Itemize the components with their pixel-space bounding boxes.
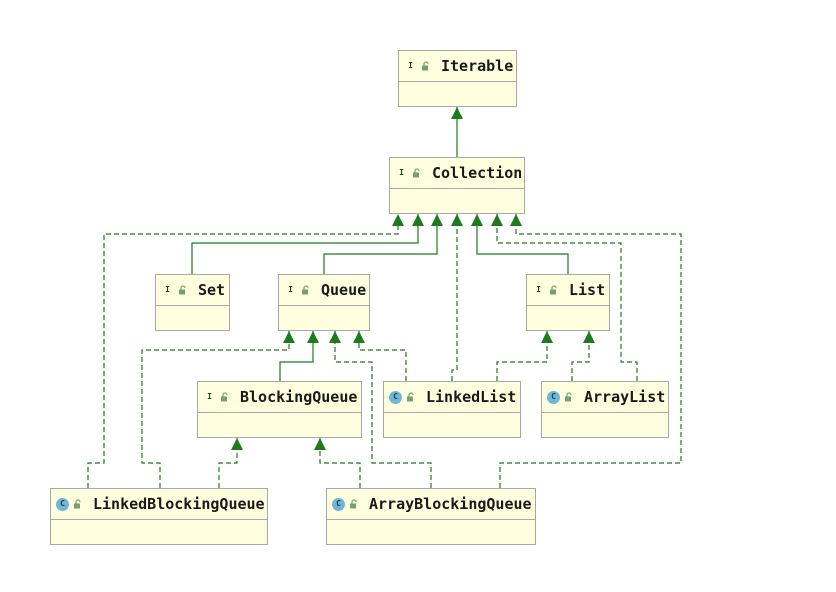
interface-icon: I: [408, 61, 413, 70]
arrowhead: [510, 214, 522, 226]
node-label-arrayblockingqueue: ArrayBlockingQueue: [369, 495, 532, 513]
arrowhead: [329, 331, 341, 343]
class-icon: C: [547, 390, 560, 404]
edge-set-to-collection: [191, 214, 419, 274]
arrowhead: [541, 331, 553, 343]
edge-arraylist-to-collection: [496, 214, 638, 381]
node-header: C ArrayBlockingQueue: [327, 489, 535, 520]
node-header: I BlockingQueue: [198, 382, 361, 413]
arrowhead: [231, 438, 243, 450]
node-header: I List: [527, 275, 609, 306]
arrowhead: [353, 331, 365, 343]
public-access-icon: [413, 168, 420, 178]
public-access-icon: [407, 392, 414, 402]
arrowhead: [451, 214, 463, 226]
class-icon: C: [332, 497, 345, 511]
node-label-iterable: Iterable: [441, 57, 514, 75]
class-icon: C: [56, 497, 69, 511]
node-header: C LinkedList: [384, 382, 520, 413]
arrowhead: [451, 107, 463, 119]
public-access-icon: [550, 285, 557, 295]
edge-arraylist-to-list: [571, 331, 590, 381]
node-header: I Set: [156, 275, 229, 306]
node-label-list: List: [569, 281, 606, 299]
arrowhead: [314, 438, 326, 450]
interface-icon: I: [207, 392, 212, 401]
edge-linkedlist-to-queue: [358, 331, 407, 381]
node-arrayblockingqueue[interactable]: C ArrayBlockingQueue: [326, 488, 536, 545]
node-list[interactable]: I List: [526, 274, 610, 331]
node-arraylist[interactable]: C ArrayList: [541, 381, 669, 438]
node-queue[interactable]: I Queue: [278, 274, 370, 331]
node-set[interactable]: I Set: [155, 274, 230, 331]
node-label-blockingqueue: BlockingQueue: [240, 388, 358, 406]
node-label-queue: Queue: [321, 281, 367, 299]
node-label-set: Set: [198, 281, 226, 299]
arrowhead: [491, 214, 503, 226]
node-label-arraylist: ArrayList: [584, 388, 666, 406]
public-access-icon: [179, 285, 186, 295]
class-icon: C: [389, 390, 402, 404]
node-linkedblockingqueue[interactable]: C LinkedBlockingQueue: [50, 488, 268, 545]
node-label-linkedlist: LinkedList: [426, 388, 517, 406]
edge-arrayblockingqueue-to-blockingqueue: [319, 438, 361, 488]
node-header: C LinkedBlockingQueue: [51, 489, 267, 520]
interface-icon: I: [288, 285, 293, 294]
edge-linkedblockingqueue-to-collection: [87, 214, 399, 488]
node-header: I Queue: [279, 275, 369, 306]
node-header: C ArrayList: [542, 382, 668, 413]
edge-linkedlist-to-collection: [451, 214, 458, 381]
public-access-icon: [221, 392, 228, 402]
arrowhead: [471, 214, 483, 226]
edge-linkedblockingqueue-to-blockingqueue: [218, 438, 238, 488]
public-access-icon: [565, 392, 572, 402]
arrowhead: [412, 214, 424, 226]
arrowhead: [392, 214, 404, 226]
node-blockingqueue[interactable]: I BlockingQueue: [197, 381, 362, 438]
edge-list-to-collection: [476, 214, 569, 274]
arrowhead: [307, 331, 319, 343]
node-collection[interactable]: I Collection: [389, 157, 525, 214]
edge-linkedlist-to-list: [496, 331, 548, 381]
arrowhead: [283, 331, 295, 343]
edge-queue-to-collection: [323, 214, 438, 274]
interface-icon: I: [536, 285, 541, 294]
node-header: I Collection: [390, 158, 524, 189]
public-access-icon: [74, 499, 81, 509]
node-label-collection: Collection: [432, 164, 523, 182]
public-access-icon: [302, 285, 309, 295]
arrowhead: [583, 331, 595, 343]
interface-icon: I: [399, 168, 404, 177]
node-label-linkedblockingqueue: LinkedBlockingQueue: [93, 495, 265, 513]
arrowhead: [431, 214, 443, 226]
edge-linkedblockingqueue-to-queue: [141, 331, 290, 488]
node-header: I Iterable: [399, 51, 516, 82]
node-iterable[interactable]: I Iterable: [398, 50, 517, 107]
node-linkedlist[interactable]: C LinkedList: [383, 381, 521, 438]
interface-icon: I: [165, 285, 170, 294]
edge-arrayblockingqueue-to-collection: [499, 214, 682, 488]
edge-blockingqueue-to-queue: [279, 331, 314, 381]
edge-arrayblockingqueue-to-queue: [334, 331, 432, 488]
public-access-icon: [422, 61, 429, 71]
public-access-icon: [350, 499, 357, 509]
